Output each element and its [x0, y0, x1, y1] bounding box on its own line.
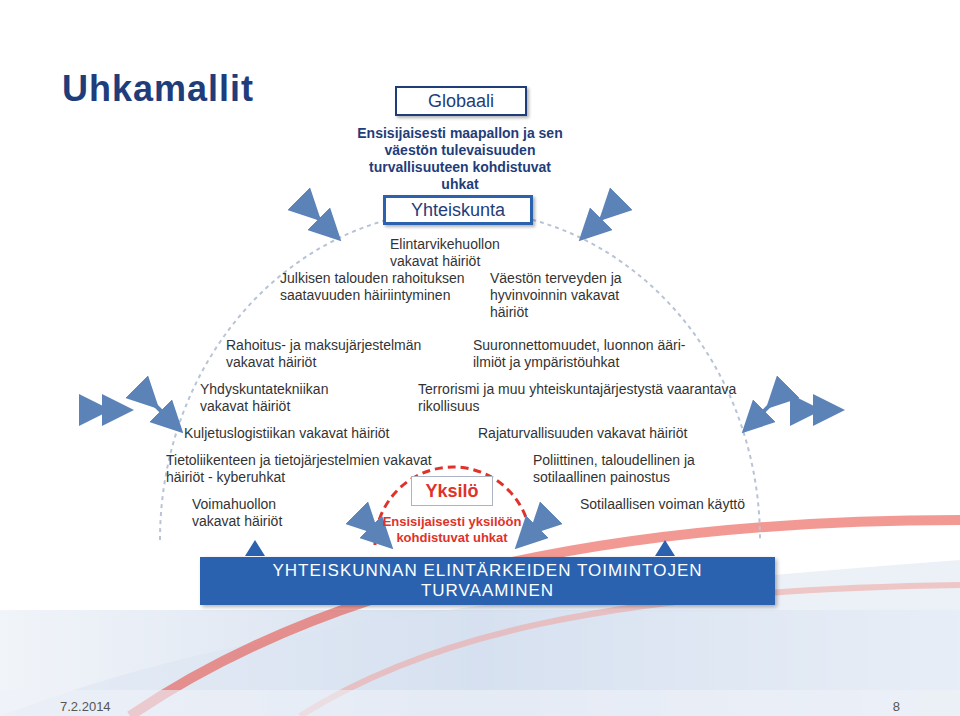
date: 7.2.2014: [60, 698, 160, 715]
node-text: Globaali: [428, 91, 494, 112]
threat-text: Rajaturvallisuuden vakavat häiriöt: [478, 425, 748, 442]
scope-description: Ensisijaisesti maapallon ja sen väestön …: [352, 125, 568, 193]
scope-box: Globaali: [395, 86, 527, 116]
node-text: YHTEISKUNNAN ELINTÄRKEIDEN TOIMINTOJEN T…: [212, 561, 763, 601]
banner: YHTEISKUNNAN ELINTÄRKEIDEN TOIMINTOJEN T…: [200, 557, 775, 605]
scope-box: Yhteiskunta: [383, 195, 533, 225]
node-text: Yhteiskunta: [411, 200, 505, 221]
scope-box: Yksilö: [411, 476, 493, 506]
threat-text: Sotilaallisen voiman käyttö: [580, 496, 755, 513]
page-number: 8: [860, 698, 900, 715]
scope-description: Ensisijaisesti yksilöön kohdistuvat uhka…: [362, 514, 542, 546]
footer-band: [0, 690, 960, 716]
threat-text: Julkisen talouden rahoituksen saatavuude…: [280, 270, 480, 304]
threat-text: Yhdyskuntatekniikan vakavat häiriöt: [200, 381, 370, 415]
node-text: Yksilö: [425, 481, 478, 502]
threat-text: Rahoitus- ja maksujärjestelmän vakavat h…: [226, 337, 471, 371]
threat-text: Suuronnettomuudet, luonnon ääri-ilmiöt j…: [473, 337, 688, 371]
threat-text: Elintarvikehuollon vakavat häiriöt: [390, 236, 525, 270]
threat-text: Terrorismi ja muu yhteiskuntajärjestystä…: [418, 381, 763, 415]
threat-text: Poliittinen, taloudellinen ja sotilaalli…: [533, 452, 743, 486]
red-swoosh: [130, 520, 960, 716]
threat-text: Voimahuollon vakavat häiriöt: [192, 496, 312, 530]
bottom-swoosh: [0, 560, 960, 716]
slide-title: Uhkamallit: [62, 68, 254, 110]
threat-text: Kuljetuslogistiikan vakavat häiriöt: [184, 425, 454, 442]
threat-text: Tietoliikenteen ja tietojärjestelmien va…: [166, 452, 436, 486]
double-arrows: [95, 210, 829, 538]
society-arc: [160, 210, 760, 540]
threat-text: Väestön terveyden ja hyvinvoinnin vakava…: [490, 270, 640, 321]
